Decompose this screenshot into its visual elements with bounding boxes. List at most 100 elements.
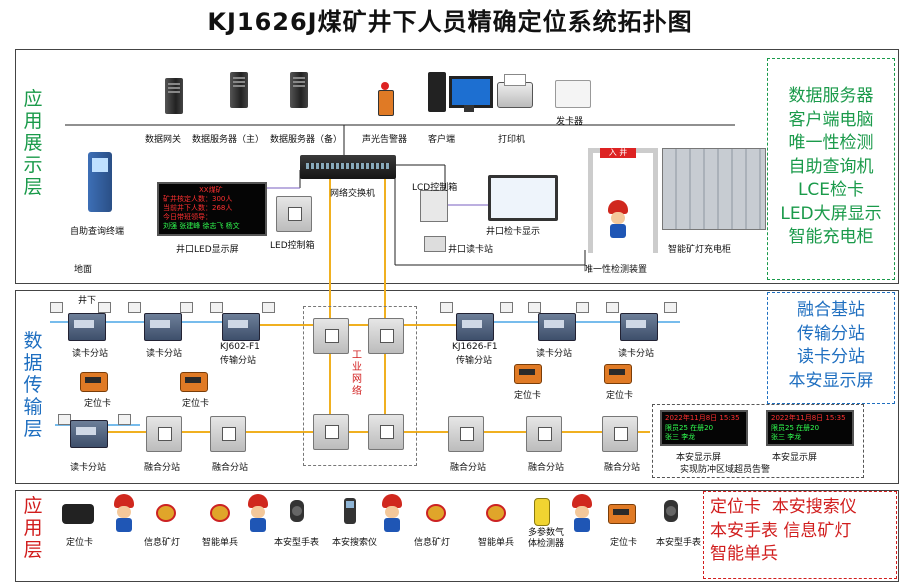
miner-body-icon bbox=[384, 518, 400, 532]
zone-alarm-label: 实现防冲区域超员告警 bbox=[680, 465, 771, 475]
diagram-title: KJ1626J煤矿井下人员精确定位系统拓扑图 bbox=[207, 8, 693, 36]
watch-label: 本安型手表 bbox=[656, 538, 702, 548]
fusion-base-station-icon bbox=[313, 318, 349, 354]
reader-station-icon bbox=[620, 313, 658, 341]
led-panel-line1: 矿井核定人数：300人 bbox=[163, 195, 233, 203]
led-control-label: LED控制箱 bbox=[270, 241, 315, 251]
app-display-feature-box: 数据服务器 客户端电脑 唯一性检测 自助查询机 LCE检卡 LED大屏显示 智能… bbox=[767, 58, 895, 280]
gate-sign bbox=[600, 148, 636, 158]
feature-item: 传输分站 bbox=[797, 323, 865, 344]
industrial-network-box bbox=[303, 306, 417, 466]
reader-station-label: 读卡分站 bbox=[72, 349, 109, 359]
antenna-icon bbox=[180, 302, 193, 313]
miner-helmet-icon bbox=[608, 200, 628, 214]
application-layer-frame bbox=[15, 490, 899, 582]
uniqueness-label: 唯一性检测装置 bbox=[584, 265, 648, 275]
positioning-card-icon bbox=[62, 504, 94, 524]
feature-item: 本安搜索仪 bbox=[771, 497, 857, 517]
charging-cabinet-label: 智能矿灯充电柜 bbox=[668, 245, 732, 255]
lcd-control-label: LCD控制箱 bbox=[412, 183, 458, 193]
info-lamp-icon bbox=[156, 504, 176, 522]
antenna-icon bbox=[664, 302, 677, 313]
positioning-card-icon bbox=[604, 364, 632, 384]
feature-item: 智能单兵 bbox=[710, 544, 778, 564]
charging-cabinet-icon bbox=[662, 148, 766, 230]
miner-face-icon bbox=[385, 506, 399, 518]
positioning-card-icon bbox=[80, 372, 108, 392]
miner-helmet-icon bbox=[114, 494, 134, 508]
led-panel-line2: 当前井下人数：268人 bbox=[163, 204, 233, 212]
feature-item: 唯一性检测 bbox=[788, 133, 874, 153]
card-issuer-icon bbox=[555, 80, 591, 108]
main-server-label: 数据服务器（主） bbox=[192, 135, 265, 145]
fusion-substation-icon bbox=[526, 416, 562, 452]
ground-label: 地面 bbox=[74, 265, 93, 275]
miner-body-icon bbox=[250, 518, 266, 532]
data-transport-layer-frame bbox=[15, 290, 899, 484]
fusion-substation-label: 融合分站 bbox=[144, 463, 181, 473]
gateway-label: 数据网关 bbox=[145, 135, 182, 145]
data-transport-feature-box: 融合基站 传输分站 读卡分站 本安显示屏 bbox=[767, 292, 895, 404]
positioning-card-icon bbox=[608, 504, 636, 524]
kiosk-label: 自助查询终端 bbox=[70, 227, 125, 237]
antenna-icon bbox=[440, 302, 453, 313]
wellhead-check-label: 井口检卡显示 bbox=[486, 227, 541, 237]
gate-sign-text: 入 井 bbox=[608, 148, 628, 157]
antenna-icon bbox=[58, 414, 71, 425]
reader-station-icon bbox=[68, 313, 106, 341]
lcd-control-box-icon bbox=[420, 190, 448, 222]
card-label: 定位卡 bbox=[182, 399, 210, 409]
feature-item: 融合基站 bbox=[797, 300, 865, 320]
antenna-icon bbox=[528, 302, 541, 313]
searcher-label: 本安搜索仪 bbox=[332, 538, 378, 548]
alarm-light-icon bbox=[381, 82, 389, 90]
fusion-substation-icon bbox=[146, 416, 182, 452]
gas-detector-label: 多参数气体检测器 bbox=[528, 528, 565, 549]
reader-station-label: 读卡分站 bbox=[536, 349, 573, 359]
feature-item: 信息矿灯 bbox=[783, 520, 852, 541]
safe-display-screen: 2022年11月8日 15:35 限员25 在册20 张三 李龙 bbox=[766, 410, 854, 446]
feature-item: 读卡分站 bbox=[797, 347, 865, 367]
antenna-icon bbox=[128, 302, 141, 313]
safe-display-label: 本安显示屏 bbox=[772, 453, 818, 463]
screen-line3: 张三 李龙 bbox=[665, 433, 696, 441]
network-switch-icon bbox=[300, 155, 396, 179]
feature-item: LED大屏显示 bbox=[780, 203, 882, 224]
kj1626-sub-label: 传输分站 bbox=[456, 356, 493, 366]
wellhead-led-label: 井口LED显示屏 bbox=[176, 245, 239, 255]
miner-helmet-icon bbox=[572, 494, 592, 508]
main-server-icon bbox=[230, 72, 248, 108]
feature-item: 自助查询机 bbox=[788, 156, 874, 177]
led-panel-line3: 今日带班领导： bbox=[163, 213, 212, 221]
fusion-substation-label: 融合分站 bbox=[604, 463, 641, 473]
screen-line2: 限员25 在册20 bbox=[665, 424, 714, 432]
positioning-card-icon bbox=[514, 364, 542, 384]
app-display-layer-label: 应用展示层 bbox=[23, 88, 43, 198]
kj602-sub-label: 传输分站 bbox=[220, 356, 257, 366]
reader-station-label: 读卡分站 bbox=[146, 349, 183, 359]
underground-label: 井下 bbox=[78, 296, 97, 306]
antenna-icon bbox=[50, 302, 63, 313]
fusion-substation-icon bbox=[448, 416, 484, 452]
wellhead-check-display bbox=[488, 175, 558, 221]
zone-alarm-box bbox=[652, 404, 864, 478]
gas-detector-icon bbox=[534, 498, 550, 526]
smart-soldier-icon bbox=[210, 504, 230, 522]
network-switch-label: 网络交换机 bbox=[330, 189, 376, 199]
fusion-base-station-icon bbox=[368, 318, 404, 354]
smart-soldier-label: 智能单兵 bbox=[478, 538, 515, 548]
reader-station-icon bbox=[70, 420, 108, 448]
fusion-base-station-icon bbox=[368, 414, 404, 450]
fusion-base-station-icon bbox=[313, 414, 349, 450]
led-control-box-icon bbox=[276, 196, 312, 232]
feature-item: LCE检卡 bbox=[797, 180, 865, 200]
application-feature-box: 定位卡 本安搜索仪 本安手表 信息矿灯 智能单兵 bbox=[703, 491, 897, 579]
watch-icon bbox=[290, 500, 304, 522]
miner-face-icon bbox=[611, 212, 625, 224]
led-panel-line4: 刘强 张建峰 徐志飞 杨文 bbox=[163, 222, 240, 230]
miner-face-icon bbox=[575, 506, 589, 518]
info-lamp-icon bbox=[426, 504, 446, 522]
wellhead-led-panel: XX煤矿 矿井核定人数：300人 当前井下人数：268人 今日带班领导： 刘强 … bbox=[157, 182, 267, 236]
screen-line1: 2022年11月8日 15:35 bbox=[771, 414, 846, 422]
backup-server-label: 数据服务器（备） bbox=[270, 135, 343, 145]
